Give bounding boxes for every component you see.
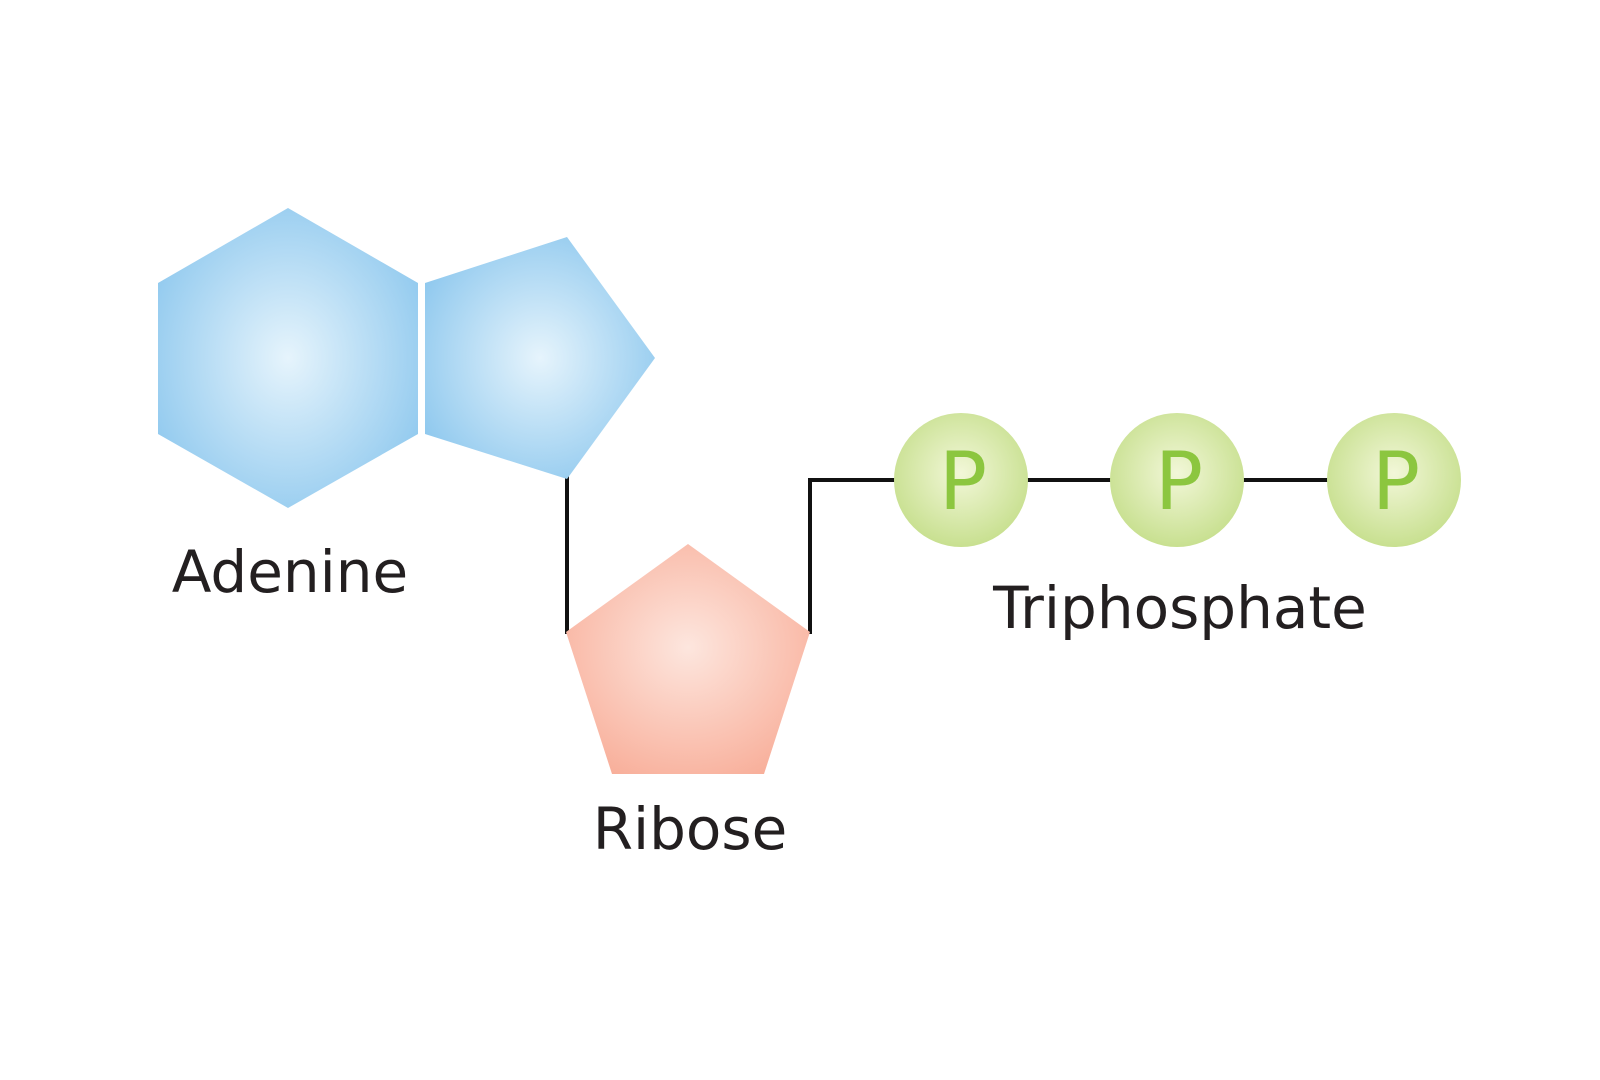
ribose-phosphate-bond [808,478,900,634]
phosphate-2: P [1110,413,1244,547]
phosphate-letter: P [939,435,987,528]
phosphate-letter: P [1372,435,1420,528]
adenine-pentagon [425,237,655,479]
adenine-label: Adenine [172,538,408,606]
ribose-pentagon [566,544,810,774]
phosphate-3: P [1327,413,1461,547]
ribose-label: Ribose [593,795,788,863]
phosphate-letter: P [1155,435,1203,528]
adenine-hexagon [158,208,418,508]
triphosphate-label: Triphosphate [992,574,1367,642]
phosphate-1: P [894,413,1028,547]
